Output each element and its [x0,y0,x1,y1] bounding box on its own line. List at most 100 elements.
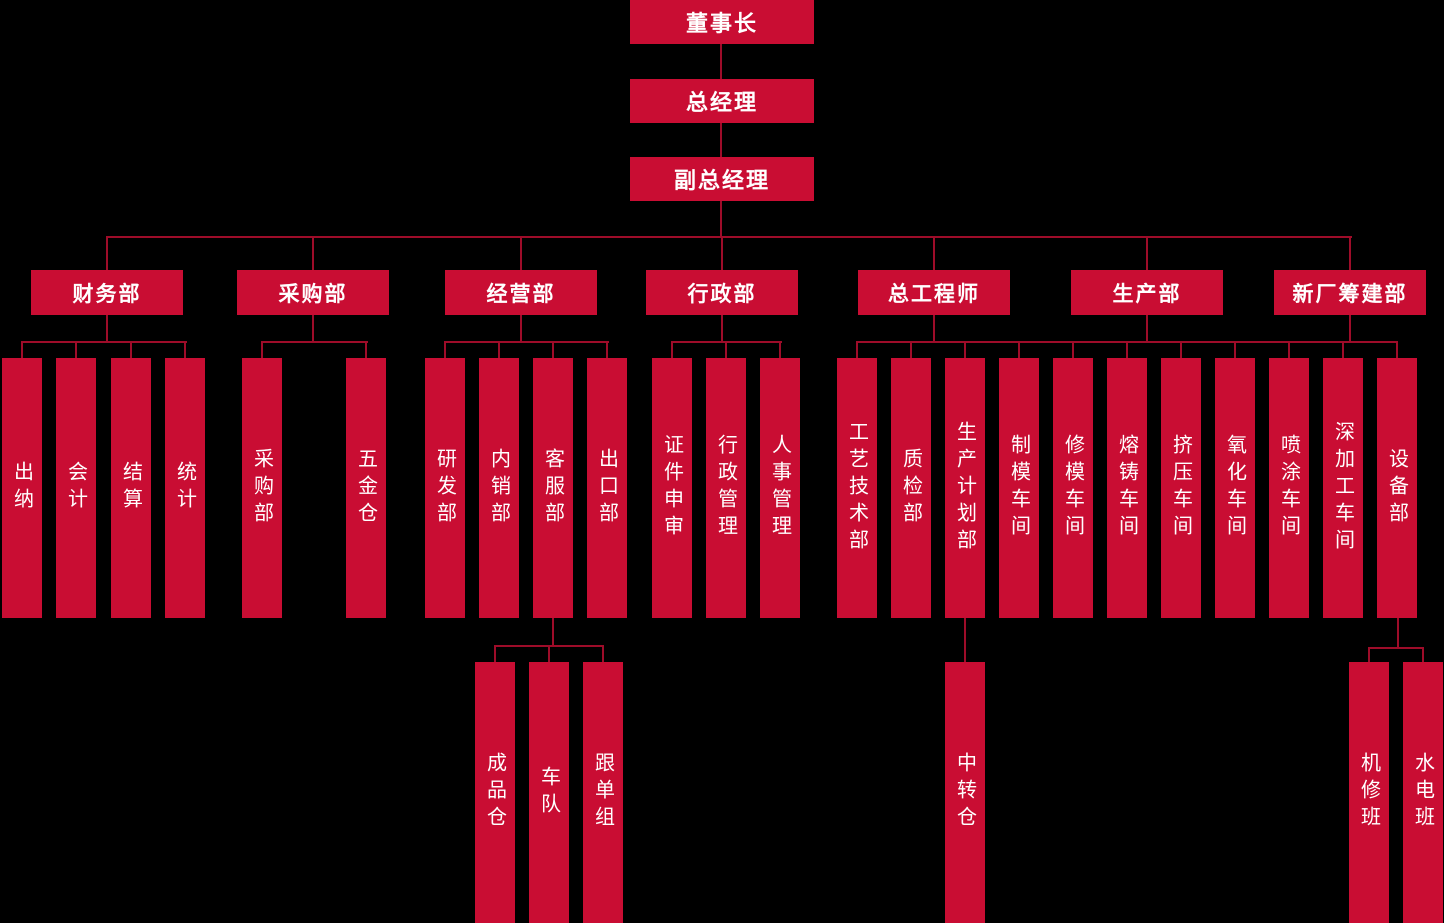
node-label: 客服部 [541,447,564,529]
node-export: 出口部 [587,358,627,618]
connector-line [552,341,554,358]
node-deep-processing: 深加工车间 [1323,358,1363,618]
node-settlement: 结算 [111,358,151,618]
node-chairman: 董事长 [630,0,814,44]
connector-line [933,315,935,341]
connector-line [1180,341,1182,358]
node-oxidation: 氧化车间 [1215,358,1255,618]
connector-line [933,236,935,270]
connector-line [106,236,1352,238]
node-document-application: 证件申审 [652,358,692,618]
connector-line [720,201,722,236]
connector-line [1396,341,1398,358]
node-general-manager: 总经理 [630,79,814,123]
connector-line [910,341,912,358]
connector-line [1349,236,1351,270]
node-label: 深加工车间 [1331,420,1354,556]
node-spraying: 喷涂车间 [1269,358,1309,618]
node-label: 水电班 [1411,752,1434,833]
connector-line [1368,647,1370,662]
node-label: 熔铸车间 [1115,434,1138,542]
node-deputy-general-manager: 副总经理 [630,157,814,201]
node-customer-service: 客服部 [533,358,573,618]
connector-line [1342,341,1344,358]
node-equipment: 设备部 [1377,358,1417,618]
connector-line [856,341,858,358]
node-rnd: 研发部 [425,358,465,618]
node-label: 车队 [537,765,560,820]
node-label: 行政管理 [714,434,737,542]
connector-line [444,341,609,343]
connector-line [671,341,673,358]
connector-line [520,315,522,341]
node-label: 总工程师 [888,282,980,306]
node-admin-management: 行政管理 [706,358,746,618]
connector-line [365,341,367,358]
connector-line [184,341,186,358]
connector-line [606,341,608,358]
connector-line [21,341,187,343]
connector-line [261,341,368,343]
node-mold-repair: 修模车间 [1053,358,1093,618]
node-label: 财务部 [72,282,142,306]
connector-line [602,645,604,662]
connector-line [520,236,522,270]
connector-line [552,618,554,645]
connector-line [1349,315,1351,341]
node-label: 生产计划部 [953,420,976,556]
node-hardware-warehouse: 五金仓 [346,358,386,618]
node-label: 质检部 [899,447,922,529]
node-label: 成品仓 [483,752,506,833]
node-dept-new-plant-prep: 新厂筹建部 [1274,270,1426,315]
connector-line [1072,341,1074,358]
node-dept-operations: 经营部 [445,270,597,315]
node-label: 出口部 [595,447,618,529]
connector-line [1234,341,1236,358]
node-label: 副总经理 [673,168,770,193]
node-label: 统计 [173,461,196,515]
connector-line [106,236,108,270]
node-purchasing-sub: 采购部 [242,358,282,618]
node-statistics: 统计 [165,358,205,618]
node-label: 董事长 [685,11,758,36]
node-finished-goods-warehouse: 成品仓 [475,662,515,923]
connector-line [498,341,500,358]
node-label: 证件申审 [660,434,683,542]
node-label: 工艺技术部 [845,420,868,556]
node-quality-inspection: 质检部 [891,358,931,618]
node-label: 行政部 [687,282,757,306]
node-label: 会计 [64,461,87,515]
node-order-tracking: 跟单组 [583,662,623,923]
node-label: 喷涂车间 [1277,434,1300,542]
node-label: 设备部 [1385,447,1408,529]
node-label: 跟单组 [591,752,614,833]
node-label: 新厂筹建部 [1292,282,1408,306]
node-dept-chief-engineer: 总工程师 [858,270,1010,315]
node-label: 内销部 [487,447,510,529]
node-label: 人事管理 [768,434,791,542]
node-label: 研发部 [433,447,456,529]
connector-line [75,341,77,358]
node-accounting: 会计 [56,358,96,618]
connector-line [494,645,496,662]
connector-line [721,236,723,270]
node-extrusion: 挤压车间 [1161,358,1201,618]
connector-line [725,341,727,358]
node-production-planning: 生产计划部 [945,358,985,618]
node-label: 五金仓 [354,447,377,529]
connector-line [1126,341,1128,358]
node-label: 制模车间 [1007,434,1030,542]
connector-line [779,341,781,358]
node-hr-management: 人事管理 [760,358,800,618]
connector-line [721,315,723,341]
node-mold-making: 制模车间 [999,358,1039,618]
connector-line [261,341,263,358]
connector-line [1288,341,1290,358]
node-label: 中转仓 [953,752,976,833]
node-domestic-sales: 内销部 [479,358,519,618]
node-dept-finance: 财务部 [31,270,183,315]
connector-line [548,645,550,662]
node-casting: 熔铸车间 [1107,358,1147,618]
node-transit-warehouse: 中转仓 [945,662,985,923]
